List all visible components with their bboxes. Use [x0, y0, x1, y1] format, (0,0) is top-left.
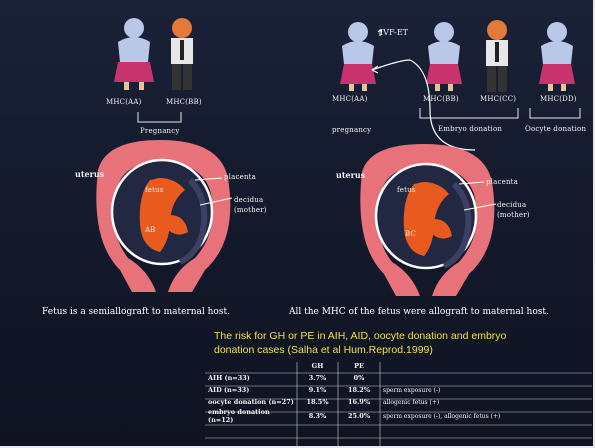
row-note: sperm exposure (-) [380, 384, 592, 396]
risk-note-line2: donation cases (Salha et al Hum.Reprod.1… [214, 344, 433, 357]
person-recipient-icon [340, 22, 376, 91]
row-label: embryo donation (n=12) [205, 408, 297, 424]
caption-left: Fetus is a semiallograft to maternal hos… [42, 307, 230, 317]
label-mhc-aa: MHC(AA) [106, 98, 142, 106]
label-mhc-cc-right: MHC(CC) [480, 95, 516, 103]
label-mhc-bb-right: MHC(BB) [423, 95, 459, 103]
uterus-left-diagram [96, 140, 232, 292]
risk-note-line1: The risk for GH or PE in AIH, AID, oocyt… [214, 330, 506, 343]
table-header-pe: PE [338, 360, 380, 372]
table-header-row: GH PE [205, 360, 592, 372]
row-note: sperm exposure (-), allogenic fetus (+) [380, 408, 592, 424]
row-label: AIH (n=33) [205, 372, 297, 384]
table-header-gh: GH [297, 360, 338, 372]
pregnancy-bracket [138, 112, 181, 122]
row-gh: 9.1% [297, 384, 338, 396]
table-header-note [380, 360, 592, 372]
oocyte-bracket [530, 108, 580, 118]
label-placenta-right: placenta [486, 178, 518, 186]
row-gh: 3.7% [297, 372, 338, 384]
label-decidua-left: decidua [234, 196, 263, 204]
risk-table: GH PE AIH (n=33) 3.7% 0% AID (n=33) 9.1%… [205, 360, 592, 424]
row-pe: 18.2% [338, 384, 380, 396]
label-mhc-bb: MHC(BB) [166, 98, 202, 106]
label-uterus-left: uterus [75, 169, 104, 179]
person-donor-woman-icon [426, 22, 462, 91]
person-mother-icon [114, 18, 154, 90]
label-ivf-et: IVF-ET [380, 28, 408, 37]
person-oocyte-donor-icon [539, 22, 575, 91]
table-row: oocyte donation (n=27) 18.5% 16.9% allog… [205, 396, 592, 408]
row-note [380, 372, 592, 384]
row-gh: 18.5% [297, 396, 338, 408]
row-pe: 0% [338, 372, 380, 384]
row-pe: 16.9% [338, 396, 380, 408]
uterus-right-diagram [360, 144, 496, 296]
label-fetus-right: fetus [397, 186, 416, 194]
label-pregnancy-left: Pregnancy [140, 127, 180, 135]
person-father-icon [171, 18, 193, 90]
row-label: AID (n=33) [205, 384, 297, 396]
label-decidua-right: decidua [497, 201, 526, 209]
label-fetus-mhc-right: BC [405, 230, 416, 238]
label-fetus-left: fetus [145, 186, 164, 194]
label-mhc-dd-right: MHC(DD) [540, 95, 577, 103]
label-embryo-donation: Embryo donation [438, 125, 502, 133]
caption-right: All the MHC of the fetus were allograft … [289, 307, 549, 317]
label-placenta-left: placenta [224, 173, 256, 181]
row-note: allogenic fetus (+) [380, 396, 592, 408]
label-decidua-sub-right: (mother) [497, 211, 530, 219]
label-oocyte-donation: Oocyte donation [525, 125, 586, 133]
table-row: embryo donation (n=12) 8.3% 25.0% sperm … [205, 408, 592, 424]
label-mhc-aa-right: MHC(AA) [332, 95, 368, 103]
person-donor-man-icon [486, 20, 508, 92]
table-row: AID (n=33) 9.1% 18.2% sperm exposure (-) [205, 384, 592, 396]
row-pe: 25.0% [338, 408, 380, 424]
label-fetus-mhc-left: AB [145, 226, 156, 234]
label-uterus-right: uterus [336, 170, 365, 180]
embryo-bracket [420, 108, 518, 118]
label-pregnancy-right: pregnancy [332, 126, 371, 134]
table-row: AIH (n=33) 3.7% 0% [205, 372, 592, 384]
table-header-blank [205, 360, 297, 372]
label-decidua-sub-left: (mother) [234, 206, 267, 214]
row-gh: 8.3% [297, 408, 338, 424]
row-label: oocyte donation (n=27) [205, 396, 297, 408]
